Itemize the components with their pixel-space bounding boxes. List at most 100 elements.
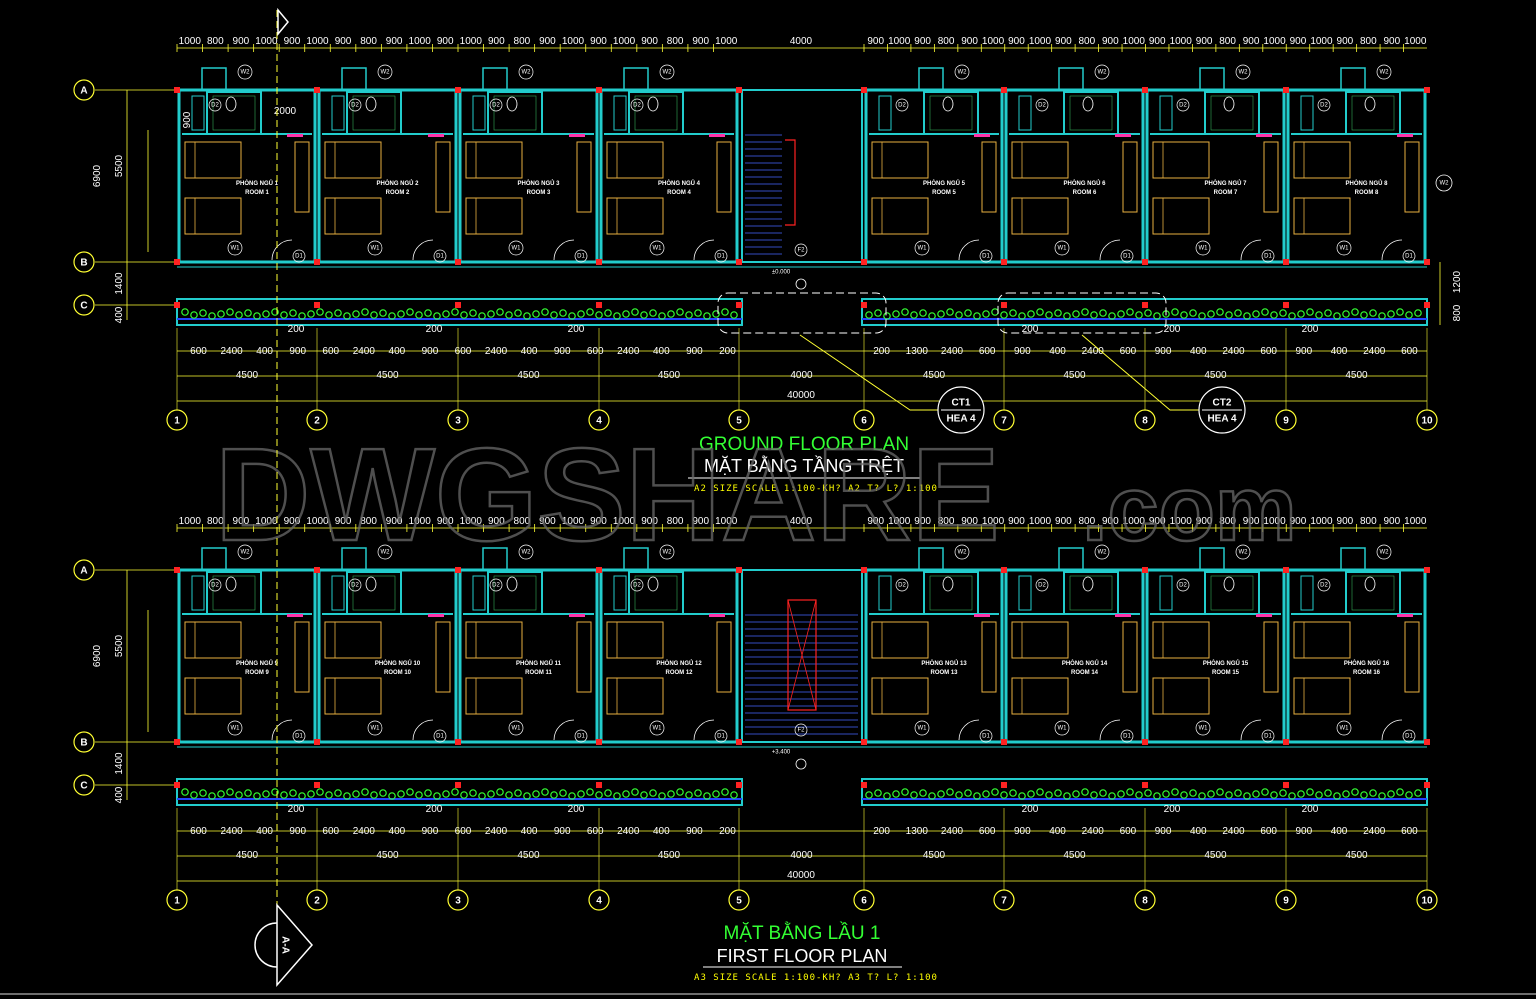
door-swing bbox=[958, 239, 980, 261]
bottom-dim-text: 900 bbox=[289, 346, 306, 357]
side-dim-text: 400 bbox=[114, 786, 125, 803]
detail-tag-sheet: HEA 4 bbox=[946, 414, 976, 425]
room-wall bbox=[317, 568, 458, 744]
right-dim-text: 800 bbox=[1452, 304, 1463, 321]
grid-bubble-col bbox=[1416, 889, 1438, 911]
tag-w2: W2 bbox=[1239, 70, 1249, 76]
plant bbox=[415, 311, 423, 319]
tag-circle bbox=[1120, 249, 1134, 263]
tag-w2: W2 bbox=[241, 70, 251, 76]
top-dim-text: 1000 bbox=[613, 516, 636, 527]
toilet-icon bbox=[506, 96, 518, 112]
room-name-vn: PHÒNG NGỦ 9 bbox=[236, 659, 279, 667]
tag-circle bbox=[574, 249, 588, 263]
top-dim-text: 900 bbox=[1337, 36, 1354, 47]
window-mark bbox=[974, 134, 990, 137]
plant bbox=[1090, 311, 1098, 319]
bay-dim-text: 4500 bbox=[1345, 850, 1368, 861]
plant bbox=[199, 789, 207, 797]
tag-w1: W1 bbox=[1340, 726, 1350, 732]
side-dim-text: 6900 bbox=[92, 644, 103, 667]
plant bbox=[190, 791, 198, 799]
side-dim-text: 5500 bbox=[114, 154, 125, 177]
room-name-vn: PHÒNG NGỦ 12 bbox=[656, 659, 702, 667]
plant bbox=[1045, 311, 1053, 319]
window-mark bbox=[1115, 614, 1131, 617]
plant bbox=[226, 308, 234, 316]
bottom-dim-text: 600 bbox=[190, 826, 207, 837]
plant bbox=[1018, 792, 1026, 800]
plant bbox=[622, 310, 630, 318]
desk bbox=[716, 621, 732, 693]
grid-bubble-col bbox=[306, 889, 328, 911]
duct bbox=[341, 547, 367, 571]
bottom-dim-text: 600 bbox=[979, 346, 996, 357]
tag-circle bbox=[1176, 578, 1190, 592]
duct bbox=[1340, 67, 1366, 91]
column bbox=[1283, 739, 1289, 745]
tag-circle bbox=[895, 98, 909, 112]
grid-col-label: 10 bbox=[1421, 416, 1433, 427]
plant bbox=[874, 789, 882, 797]
tag-w1: W1 bbox=[231, 246, 241, 252]
handrail bbox=[785, 139, 796, 226]
grid-bubble-col bbox=[588, 889, 610, 911]
ground-floor-scale: A2 SIZE SCALE 1:100-KH? A2 T? L? 1:100 bbox=[694, 484, 938, 494]
bottom-dim-text: 200 bbox=[719, 346, 736, 357]
tag-circle bbox=[348, 98, 362, 112]
column bbox=[596, 782, 602, 788]
detail-boundary bbox=[717, 292, 887, 334]
tag-d1: D1 bbox=[295, 734, 303, 740]
section-label: A-A bbox=[279, 936, 290, 954]
plant bbox=[883, 312, 891, 320]
grid-bubble-col bbox=[993, 409, 1015, 431]
room-name-en: ROOM 15 bbox=[1212, 670, 1240, 676]
tag-circle bbox=[979, 729, 993, 743]
tag-d1: D1 bbox=[1264, 734, 1272, 740]
tag-d1: D1 bbox=[1405, 254, 1413, 260]
plant bbox=[1189, 309, 1197, 317]
top-dim-text: 800 bbox=[667, 516, 684, 527]
top-dim-text: 1000 bbox=[255, 516, 278, 527]
bottom-dim-text: 2400 bbox=[1363, 826, 1386, 837]
tag-d2: D2 bbox=[211, 583, 219, 589]
grid-col-label: 4 bbox=[596, 416, 602, 427]
pillow bbox=[1011, 197, 1023, 235]
plant bbox=[334, 789, 342, 797]
plant bbox=[919, 789, 927, 797]
plant bbox=[343, 312, 351, 320]
tag-w2: W2 bbox=[522, 70, 532, 76]
side-dim-text: 5500 bbox=[114, 634, 125, 657]
bay-dim-text: 4000 bbox=[790, 370, 813, 381]
tag-circle bbox=[1235, 64, 1251, 80]
bathroom-tile bbox=[1069, 95, 1113, 131]
bottom-dim-text: 400 bbox=[521, 826, 538, 837]
tag-circle bbox=[914, 240, 930, 256]
grid-row-label: A bbox=[80, 86, 87, 97]
bay-dim-text: 4000 bbox=[790, 850, 813, 861]
desk bbox=[1122, 621, 1138, 693]
plant bbox=[973, 312, 981, 320]
bottom-dim-text: 2400 bbox=[485, 826, 508, 837]
top-dim-text: 900 bbox=[590, 36, 607, 47]
plant bbox=[451, 788, 459, 796]
pillow bbox=[1152, 677, 1164, 715]
tag-d2: D2 bbox=[351, 583, 359, 589]
callout-200: 200 bbox=[1022, 324, 1039, 335]
door-swing bbox=[1381, 719, 1403, 741]
top-dim-text: 900 bbox=[1243, 516, 1260, 527]
plant bbox=[1027, 310, 1035, 318]
tag-circle bbox=[508, 720, 524, 736]
tag-circle bbox=[1376, 544, 1392, 560]
tag-circle bbox=[292, 249, 306, 263]
window-mark bbox=[287, 134, 303, 137]
plant bbox=[514, 309, 522, 317]
column bbox=[1283, 259, 1289, 265]
plant bbox=[1279, 309, 1287, 317]
top-dim-text: 800 bbox=[360, 36, 377, 47]
tag-circle bbox=[1195, 720, 1211, 736]
top-dim-text: 1000 bbox=[1263, 36, 1286, 47]
plant bbox=[1000, 311, 1008, 319]
bottom-dim-text: 200 bbox=[719, 826, 736, 837]
room-wall bbox=[599, 568, 739, 744]
